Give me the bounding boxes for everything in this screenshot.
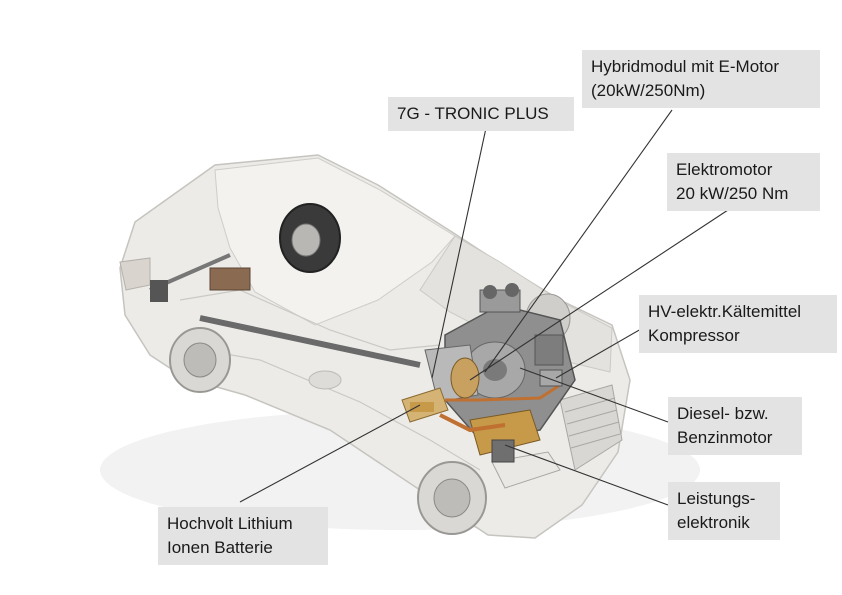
leader-tronic [431, 127, 487, 379]
label-batterie-line2: Ionen Batterie [167, 538, 273, 557]
leader-leistung [504, 444, 669, 506]
leader-lines [239, 109, 729, 506]
label-elektromotor: Elektromotor 20 kW/250 Nm [667, 153, 820, 211]
label-kompressor-line2: Kompressor [648, 326, 740, 345]
label-hybridmodul: Hybridmodul mit E-Motor (20kW/250Nm) [582, 50, 820, 108]
label-leistung-line1: Leistungs- [677, 489, 756, 508]
label-motor-line2: Benzinmotor [677, 428, 773, 447]
rear-left-wheel [169, 327, 231, 393]
leader-batterie [239, 404, 421, 503]
leader-motor [519, 367, 669, 423]
label-elektromotor-line2: 20 kW/250 Nm [676, 184, 789, 203]
drive-shaft [149, 253, 421, 368]
label-leistung-line2: elektronik [677, 513, 750, 532]
label-batterie: Hochvolt Lithium Ionen Batterie [158, 507, 328, 565]
label-kompressor: HV-elektr.Kältemittel Kompressor [639, 295, 837, 353]
ac-compressor [539, 369, 563, 387]
label-leistung: Leistungs- elektronik [668, 482, 780, 540]
front-left-wheel [417, 461, 487, 535]
leader-elektromotor [469, 209, 729, 381]
label-batterie-line1: Hochvolt Lithium [167, 514, 293, 533]
label-tronic-line1: 7G - TRONIC PLUS [397, 104, 549, 123]
label-elektromotor-line1: Elektromotor [676, 160, 773, 179]
label-motor-line1: Diesel- bzw. [677, 404, 769, 423]
label-motor: Diesel- bzw. Benzinmotor [668, 397, 802, 455]
power-electronics [439, 383, 561, 463]
hv-battery [401, 387, 449, 423]
label-kompressor-line1: HV-elektr.Kältemittel [648, 302, 802, 321]
label-hybridmodul-line1: Hybridmodul mit E-Motor [591, 57, 779, 76]
leader-hybridmodul [484, 109, 673, 373]
transmission [424, 344, 480, 403]
label-hybridmodul-line2: (20kW/250Nm) [591, 81, 706, 100]
leader-kompressor [555, 324, 649, 379]
label-tronic: 7G - TRONIC PLUS [388, 97, 574, 131]
spare-wheel [279, 203, 341, 273]
engine-block [444, 283, 576, 441]
